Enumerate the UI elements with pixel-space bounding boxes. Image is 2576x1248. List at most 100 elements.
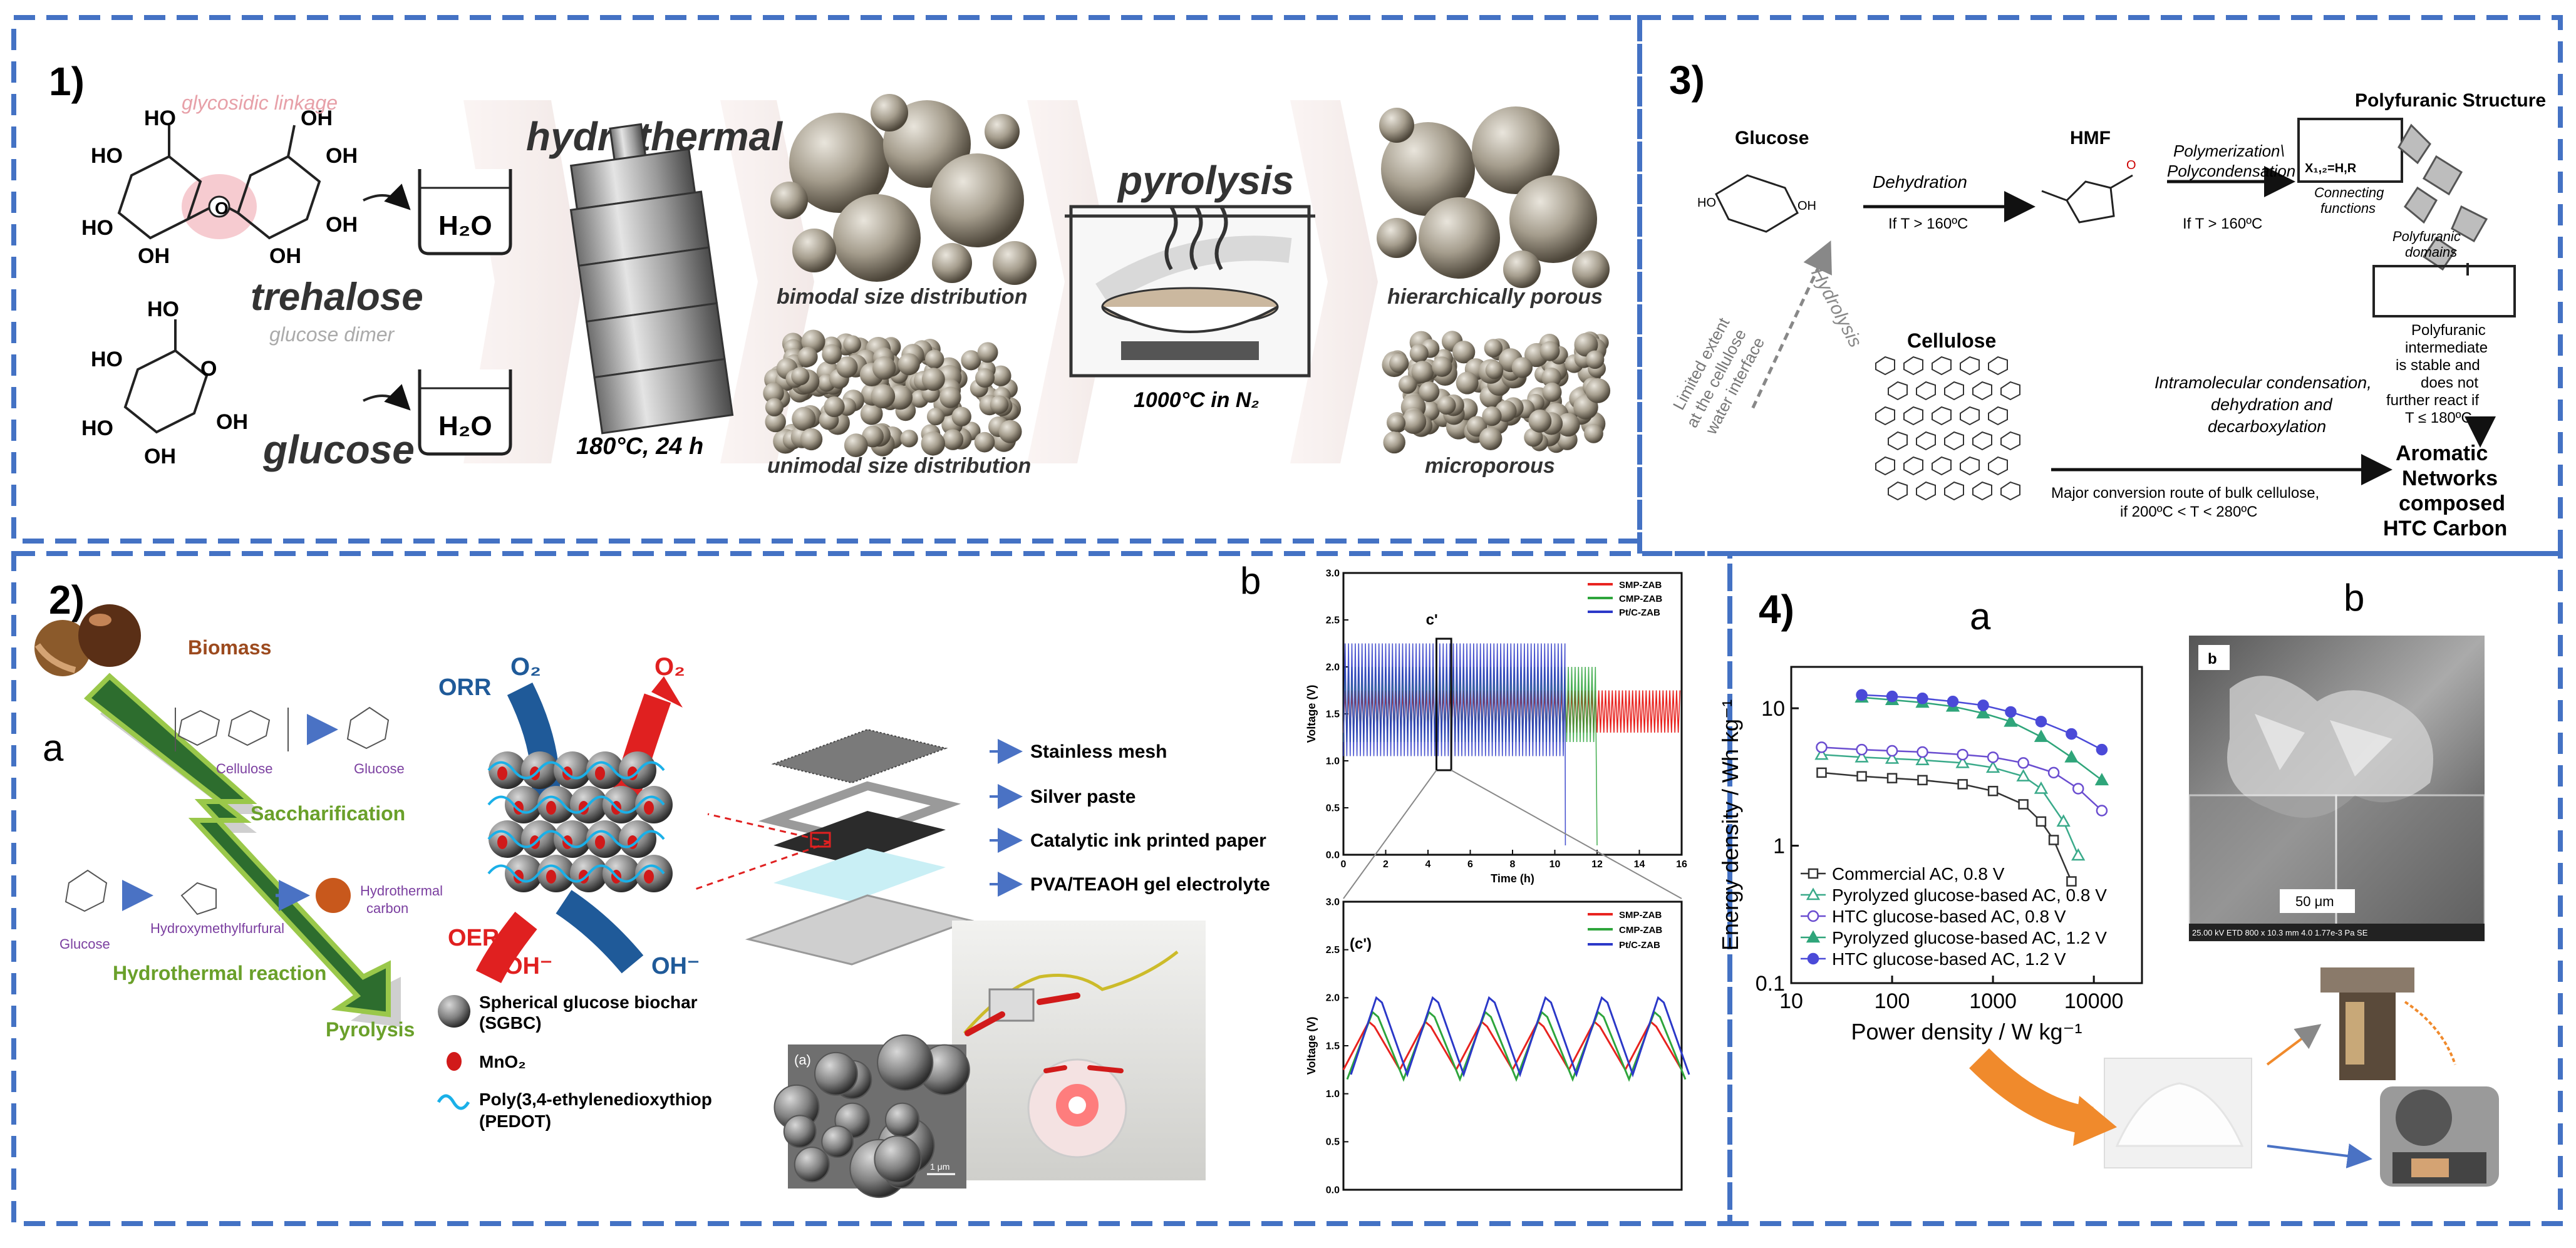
- sgbc-legend-icon: [438, 995, 470, 1028]
- o2-in-label: O₂: [510, 653, 541, 681]
- polymerization-label: Polymerization\: [2173, 142, 2285, 160]
- cellulose-label: Cellulose: [216, 761, 273, 776]
- particle: [871, 384, 896, 409]
- o-label: O: [2126, 158, 2136, 172]
- ragone-point: [2096, 743, 2108, 756]
- ragone-point: [2018, 799, 2029, 810]
- intramolecular-line: dehydration and: [2211, 395, 2333, 414]
- oh-out-label: OH⁻: [651, 953, 700, 979]
- chart-c-y-tick-label: 0.5: [1326, 1137, 1340, 1148]
- ragone-x-tick-label: 100: [1875, 989, 1910, 1013]
- particle: [1411, 361, 1434, 383]
- ragone-point: [2072, 783, 2084, 795]
- cellulose-unit: [1944, 481, 1964, 501]
- cellulose-unit: [1944, 431, 1964, 451]
- particle: [1528, 409, 1552, 433]
- glucose-ring-icon: HO OH: [1697, 174, 1816, 233]
- orange-arrow-icon: [1969, 1048, 2094, 1135]
- panel-1: 1) HO OH HO HO OH OH OH OH O: [49, 59, 1611, 478]
- chart-c-y-tick-label: 1.0: [1326, 1089, 1340, 1100]
- particle: [797, 347, 818, 367]
- sem-b-label: b: [2208, 651, 2217, 668]
- panel-1-label: 1): [49, 59, 85, 104]
- ragone-point: [1885, 751, 1900, 764]
- mno2-particle: [546, 801, 556, 815]
- hierarchical-label: hierarchically porous: [1387, 285, 1603, 309]
- hmf-structure-icon: [180, 882, 217, 915]
- chart-b-y-tick-label: 2.5: [1326, 615, 1340, 626]
- chart-b-xlabel: Time (h): [1491, 872, 1534, 885]
- panel-4-sub-b: b: [2344, 577, 2364, 619]
- layer-label: Catalytic ink printed paper: [1030, 830, 1266, 851]
- particle: [1542, 382, 1562, 402]
- intermediate-line: further react if: [2386, 392, 2479, 409]
- glucose-label: Glucose: [354, 761, 405, 776]
- chart-c-legend-label: SMP-ZAB: [1619, 910, 1662, 921]
- powder-photo: [2104, 1058, 2252, 1168]
- ragone-point: [1806, 930, 1821, 943]
- particle: [990, 395, 1009, 415]
- particle: [1539, 341, 1560, 361]
- ragone-point: [2066, 876, 2077, 887]
- particle: [1409, 344, 1429, 363]
- particle: [1437, 396, 1456, 415]
- arrow-icon: [363, 183, 411, 210]
- hydrolysis-label: Hydrolysis: [1807, 264, 1866, 351]
- intermediate-box: [2372, 265, 2516, 317]
- panel-4-sub-a: a: [1970, 596, 1991, 637]
- cellulose-unit: [1903, 356, 1923, 376]
- ragone-point: [1916, 746, 1928, 758]
- cellulose-unit: [1875, 456, 1895, 476]
- oh-label: HO: [1697, 196, 1716, 210]
- chart-b-y-tick-label: 1.0: [1326, 756, 1340, 766]
- sem-sphere: [821, 1125, 854, 1158]
- particle: [763, 383, 784, 404]
- beaker-icon: H₂O: [418, 169, 512, 255]
- cellulose-unit: [1932, 456, 1952, 476]
- particle: [1485, 361, 1504, 379]
- ragone-ylabel: Energy density / Wh kg⁻¹: [1717, 699, 1743, 951]
- particle: [921, 431, 946, 456]
- biomass-label: Biomass: [188, 636, 271, 659]
- particle: [1383, 431, 1405, 454]
- chart-b-x-tick-label: 12: [1591, 859, 1603, 870]
- particle: [836, 356, 858, 378]
- hydrothermal-carbon-icon: [316, 878, 351, 913]
- ragone-point: [1856, 771, 1867, 781]
- oh-label: HO: [147, 297, 179, 321]
- particle: [1585, 350, 1605, 369]
- ragone-plot-frame: [1790, 666, 2143, 984]
- sgbc-sphere: [635, 786, 673, 823]
- pedot-chain: [487, 795, 665, 814]
- mno2-particle: [644, 801, 654, 815]
- major-route-temp: if 200ºC < T < 280ºC: [2120, 503, 2257, 520]
- trehalose-label: trehalose: [251, 276, 423, 319]
- pedot-chain: [487, 761, 665, 780]
- ragone-point: [1886, 690, 1898, 703]
- cellulose-unit: [2000, 481, 2020, 501]
- intermediate-line: Polyfuranic: [2411, 322, 2486, 339]
- panel-4-label: 4): [1759, 587, 1794, 632]
- particle: [765, 411, 786, 433]
- oh-label: OH: [326, 213, 358, 237]
- chart-b-x-tick-label: 10: [1549, 859, 1561, 870]
- cellulose-unit: [1960, 456, 1980, 476]
- particle: [925, 349, 944, 369]
- ragone-point: [1807, 910, 1819, 922]
- cellulose-unit: [1875, 356, 1895, 376]
- particle: [792, 406, 816, 431]
- sgbc-cluster-icon: [487, 751, 673, 892]
- cellulose-unit: [2000, 431, 2020, 451]
- temp1-label: If T > 160ºC: [1888, 215, 1968, 232]
- ragone-point: [1947, 696, 1959, 708]
- ragone-point: [2066, 728, 2077, 740]
- glucose-title: Glucose: [1735, 128, 1809, 148]
- chart-c-y-tick-label: 2.5: [1326, 945, 1340, 956]
- particle: [1574, 333, 1598, 357]
- ragone-point: [1856, 743, 1868, 756]
- oer-label: OER: [448, 925, 499, 951]
- hydrolysis-arrow: [1751, 240, 1832, 409]
- particle: [900, 430, 918, 448]
- ragone-point: [1977, 699, 1989, 711]
